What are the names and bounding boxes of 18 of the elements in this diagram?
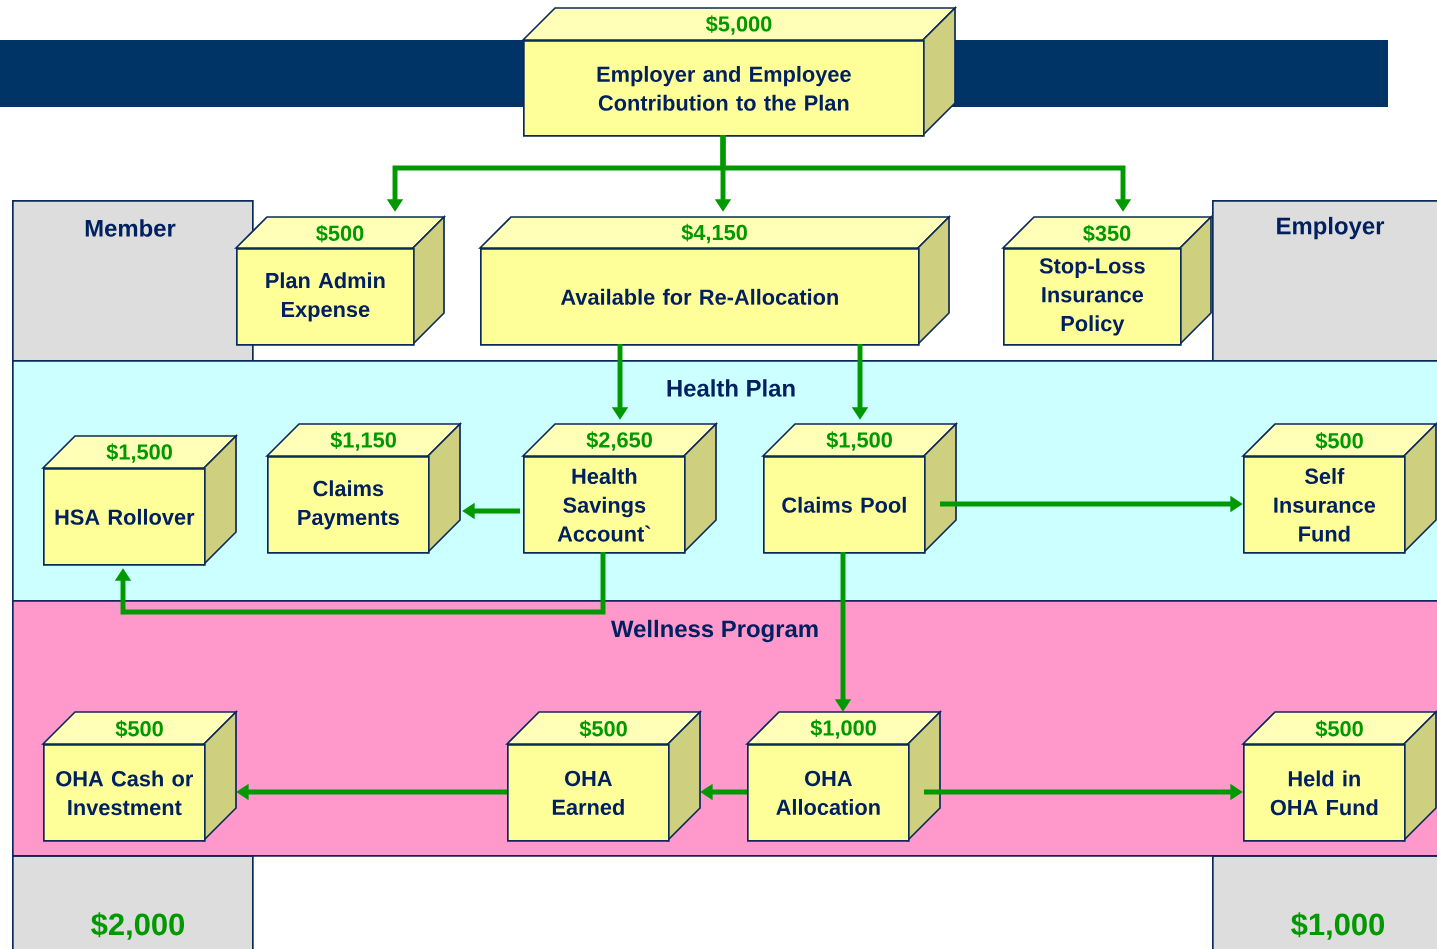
column-panel: $2,000: [12, 855, 254, 949]
column-panel: $1,000: [1212, 855, 1437, 949]
node-label: $500: [1315, 720, 1363, 738]
node-label: $1,000: [810, 719, 876, 739]
node-label: $1,500: [106, 443, 172, 463]
column-panel: Employer: [1212, 200, 1437, 362]
node-label: $500: [316, 224, 364, 243]
node-label: $1,500: [826, 431, 892, 451]
node-label: $4,150: [681, 223, 747, 244]
node-label: $500: [579, 720, 627, 738]
column-panel: Member: [12, 200, 254, 362]
node-label: $350: [1083, 224, 1131, 243]
node-label: $500: [1315, 432, 1363, 450]
node-label: $2,650: [586, 431, 652, 451]
arrow: [114, 552, 606, 615]
node-label: $500: [115, 720, 163, 738]
node-label: $5,000: [705, 15, 772, 35]
node-label: $1,150: [330, 431, 396, 451]
